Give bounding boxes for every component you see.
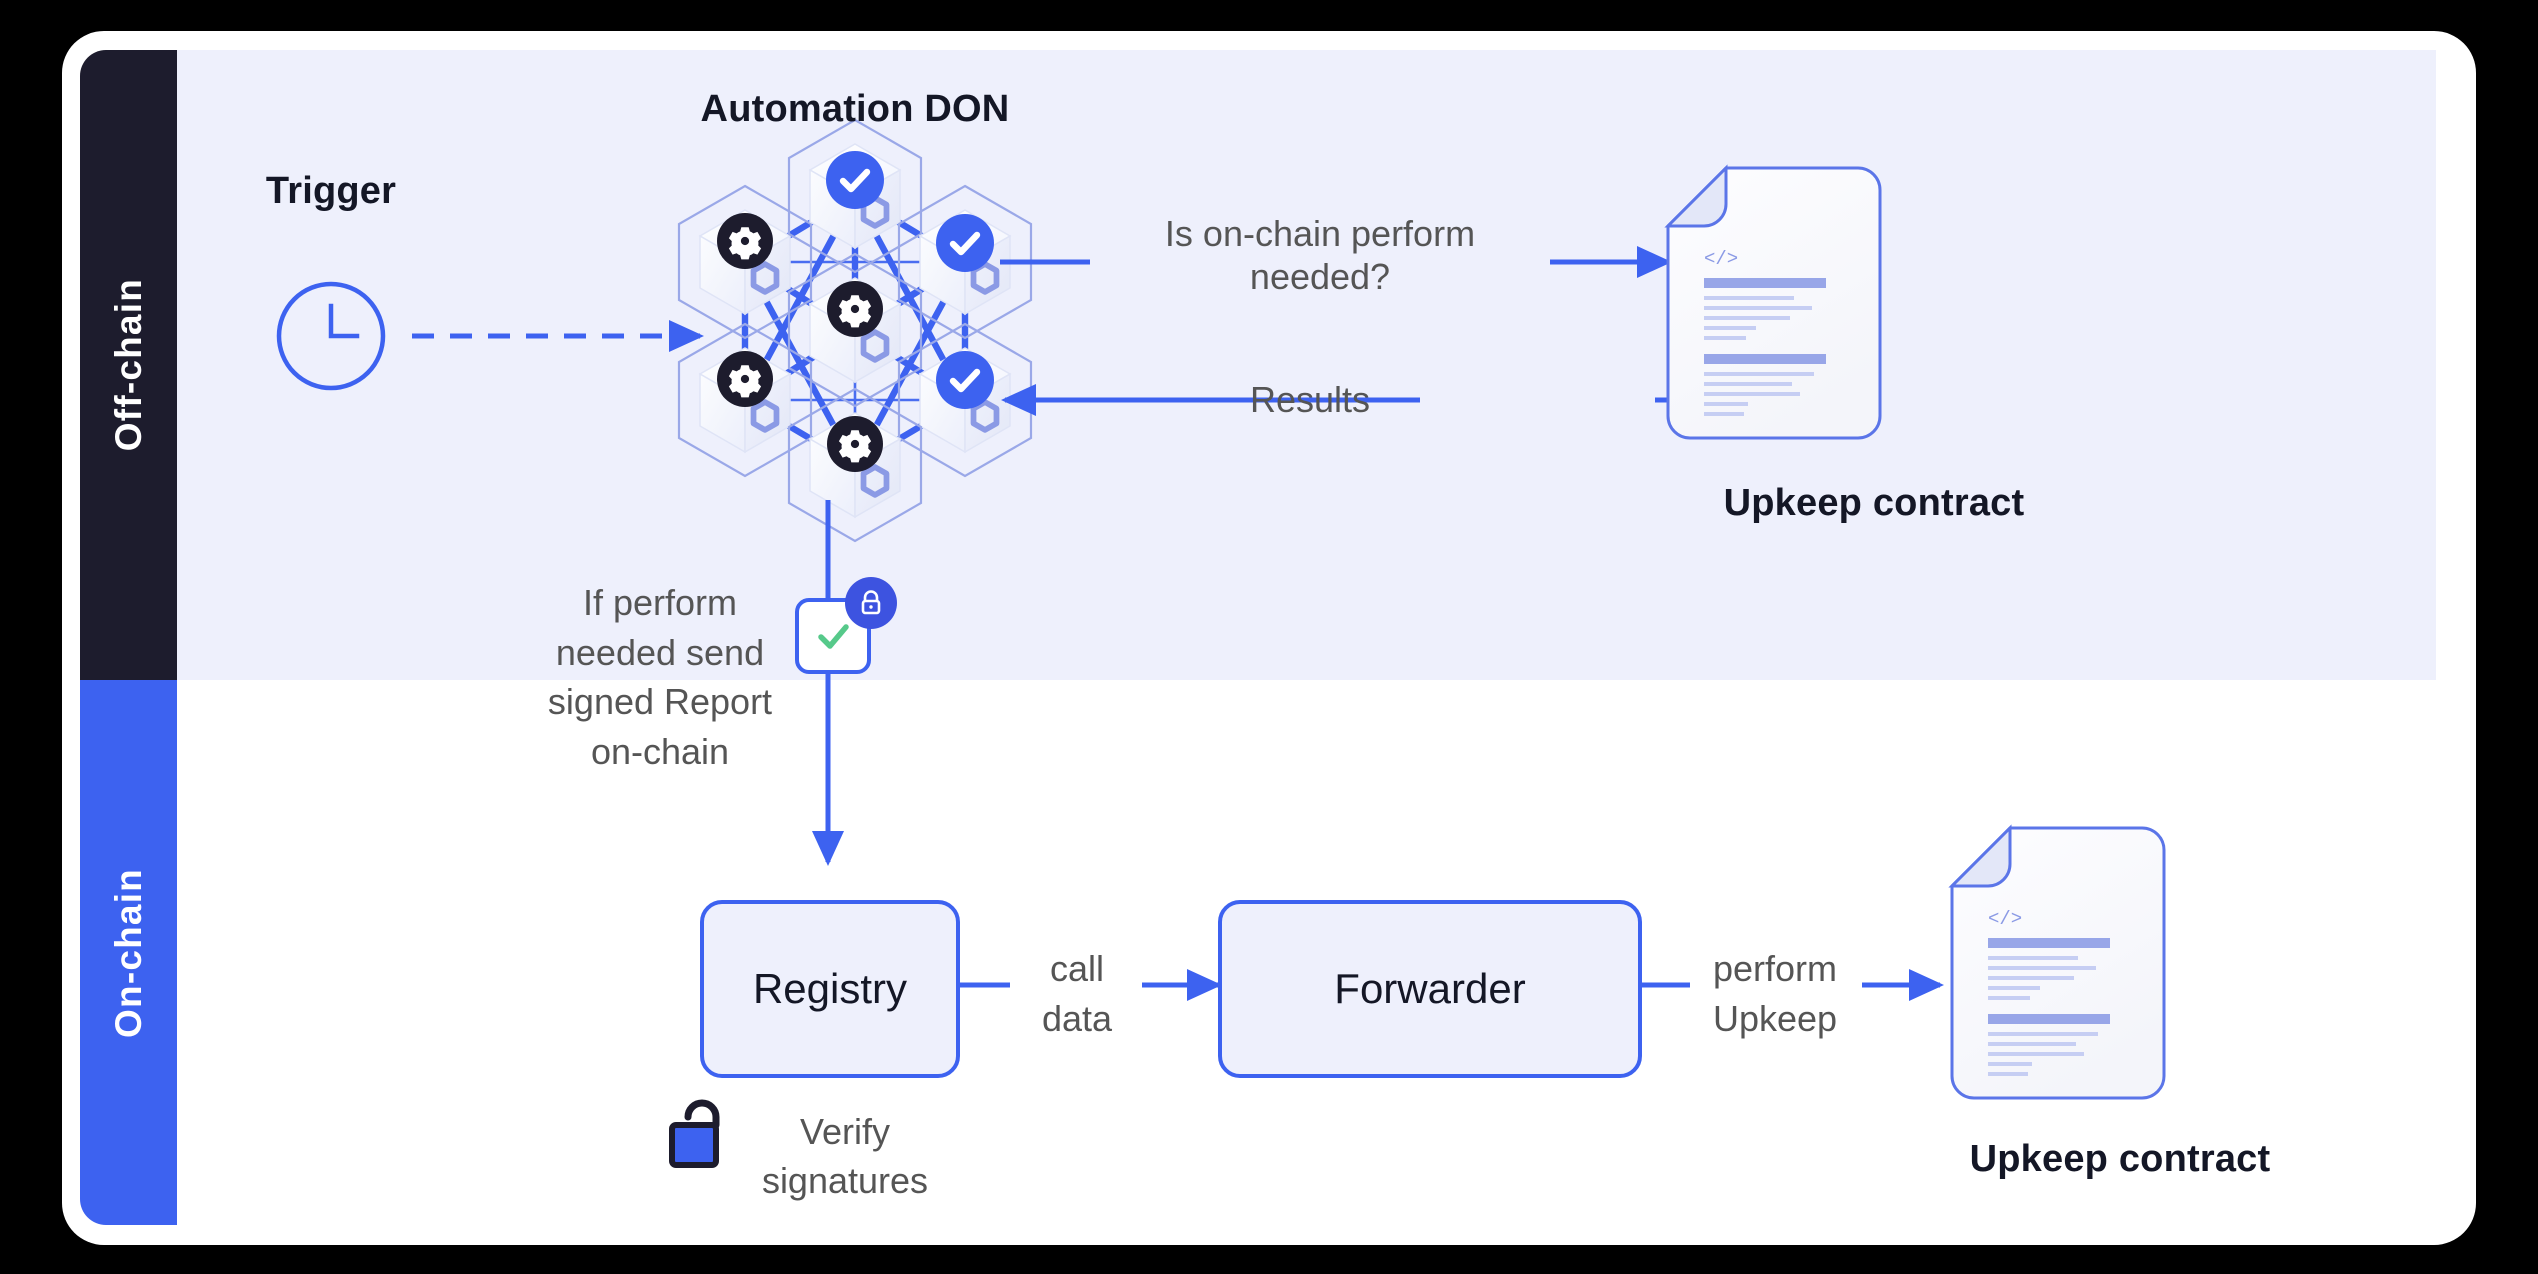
lane-off-chain-text: Off-chain (107, 278, 149, 452)
query-label-line1: Is on-chain perform (1164, 213, 1476, 254)
offchain-panel (177, 50, 2436, 680)
registry-box[interactable]: Registry (700, 900, 960, 1078)
verify-signatures-label: Verify signatures (730, 1108, 960, 1205)
upkeep-contract-label-bottom: Upkeep contract (1969, 1138, 2271, 1180)
lock-badge (845, 577, 897, 629)
signed-report-label: If perform needed send signed Report on-… (455, 578, 865, 777)
verify-line2: signatures (761, 1159, 929, 1201)
lane-label-off-chain: Off-chain (80, 50, 177, 680)
signed-report-check-box (795, 598, 871, 674)
report-line2: needed send (555, 631, 765, 673)
lane-on-chain-text: On-chain (107, 867, 149, 1038)
call-data-label: call data (1010, 944, 1144, 1045)
perform-upkeep-label: perform Upkeep (1680, 944, 1870, 1045)
query-label: Is on-chain perform needed? (1080, 212, 1560, 298)
call-data-line2: data (1041, 998, 1113, 1040)
results-label: Results (1249, 379, 1371, 420)
perform-line1: perform (1712, 948, 1838, 989)
query-label-line2: needed? (1249, 256, 1391, 298)
report-line1: If perform (582, 582, 738, 623)
report-line3: signed Report (547, 681, 773, 723)
verify-line1: Verify (799, 1111, 891, 1152)
upkeep-contract-label-top: Upkeep contract (1723, 482, 2025, 524)
lock-icon (861, 590, 881, 615)
check-icon (818, 624, 849, 649)
forwarder-box[interactable]: Forwarder (1218, 900, 1642, 1078)
lane-label-on-chain: On-chain (80, 680, 177, 1225)
call-data-line1: call (1049, 948, 1105, 989)
trigger-label: Trigger (265, 170, 397, 212)
perform-line2: Upkeep (1712, 998, 1838, 1040)
don-title: Automation DON (700, 88, 1010, 130)
report-line4: on-chain (590, 731, 730, 773)
